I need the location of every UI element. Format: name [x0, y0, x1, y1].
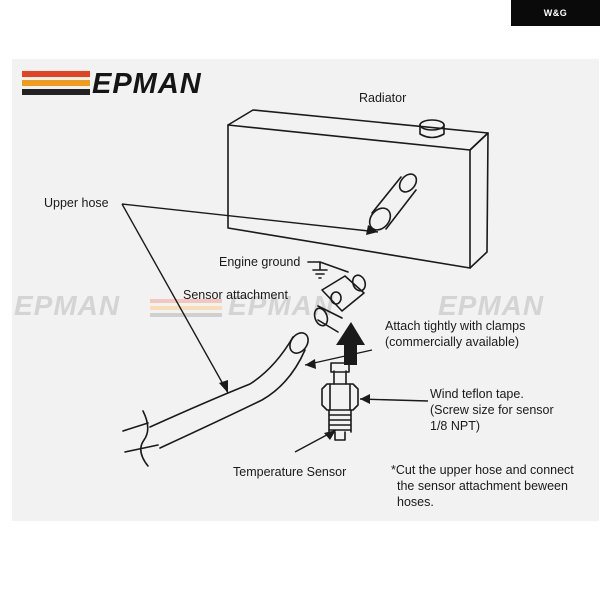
sensor-attachment-outlet: [313, 307, 329, 327]
label-clamps-line2: (commercially available): [385, 335, 520, 349]
arrowhead-hose: [219, 380, 228, 393]
sensor-hex-lines: [329, 383, 351, 411]
leader-upper-hose-radiator: [121, 203, 379, 233]
label-teflon-line3: 1/8 NPT): [430, 419, 481, 433]
logo-text: EPMAN: [92, 68, 202, 100]
leader-teflon: [359, 398, 429, 402]
sensor-stem: [333, 370, 347, 385]
sensor-tip: [334, 431, 346, 441]
watermark-stripes: [150, 299, 222, 317]
sensor-hex: [321, 383, 359, 411]
arrowhead-temperature: [324, 430, 336, 440]
insert-arrow: [336, 322, 365, 365]
ground-symbol: [307, 261, 349, 279]
label-temperature-sensor: Temperature Sensor: [233, 465, 347, 479]
sensor-top: [330, 362, 350, 373]
hose-break-lines: [122, 410, 159, 467]
radiator-cap-body: [419, 124, 445, 139]
note-line1: *Cut the upper hose and connect: [391, 463, 574, 477]
arrowhead-clamps: [305, 359, 316, 369]
radiator-pipe: [371, 176, 417, 230]
label-engine-ground: Engine ground: [219, 255, 301, 269]
radiator-side-face: [469, 132, 489, 269]
radiator-top-face: [227, 109, 489, 151]
label-radiator: Radiator: [359, 91, 407, 105]
note-line2: the sensor attachment beween: [397, 479, 568, 493]
label-upper-hose: Upper hose: [44, 196, 109, 210]
badge-text: W&G: [543, 8, 568, 18]
arrowhead-teflon: [360, 394, 370, 404]
sensor-thread: [328, 409, 352, 433]
watermark-middle: EPMAN: [228, 290, 335, 321]
radiator-cap-top: [419, 119, 445, 131]
upper-hose-end: [289, 332, 309, 354]
leader-upper-hose-hose: [121, 203, 229, 394]
label-sensor-attachment: Sensor attachment: [183, 288, 288, 302]
epman-logo: EPMAN: [22, 68, 232, 100]
brand-badge: W&G: [511, 0, 600, 26]
sensor-attachment-pipe: [317, 305, 343, 333]
label-teflon-line2: (Screw size for sensor: [430, 403, 554, 417]
label-teflon-line1: Wind teflon tape.: [430, 387, 524, 401]
sensor-attachment-inlet: [351, 274, 367, 292]
note-line3: hoses.: [397, 495, 434, 509]
diagram-sheet: [12, 59, 599, 521]
logo-stripes: [22, 71, 90, 95]
watermark-left: EPMAN: [14, 290, 121, 321]
watermark-right: EPMAN: [438, 290, 545, 321]
radiator-front-face: [227, 124, 471, 269]
upper-hose-bottom-line: [159, 349, 306, 449]
label-clamps-line1: Attach tightly with clamps: [385, 319, 526, 333]
leader-clamps: [304, 349, 373, 366]
sensor-attachment-bore: [330, 291, 342, 305]
sensor-attachment-body: [321, 275, 365, 312]
arrowhead-radiator: [366, 225, 378, 235]
upper-hose-top-line: [149, 336, 294, 428]
radiator-pipe-tip: [398, 173, 418, 193]
